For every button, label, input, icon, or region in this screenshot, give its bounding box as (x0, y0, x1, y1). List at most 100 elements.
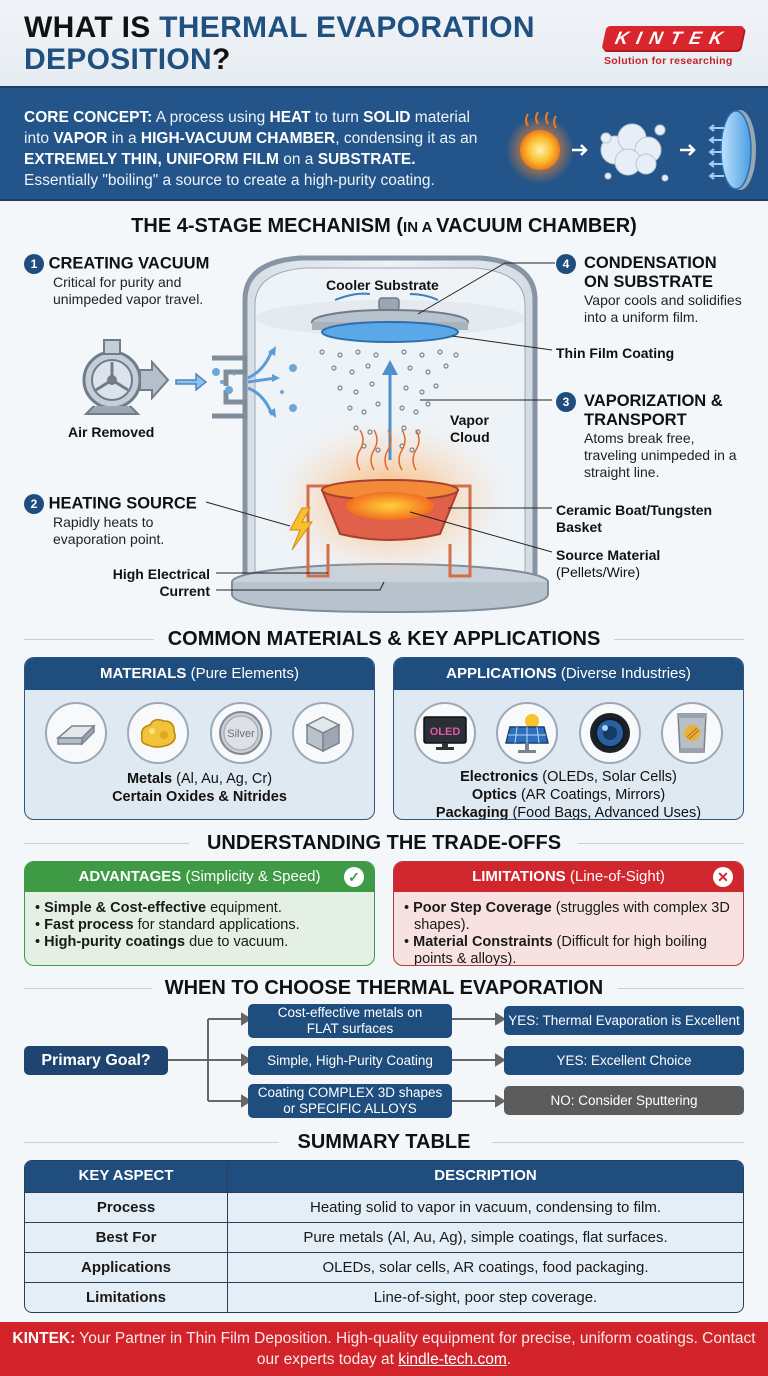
lightning-icon (289, 507, 313, 551)
heat-source-icon (506, 111, 574, 184)
heat-waves (356, 429, 420, 471)
mechanism-title: THE 4-STAGE MECHANISM (IN A VACUUM CHAMB… (131, 215, 637, 237)
divider (578, 843, 744, 844)
substrate-disc-icon (708, 110, 756, 190)
label-source-material: Source Material(Pellets/Wire) (556, 547, 661, 580)
summary-table-title: SUMMARY TABLE (297, 1131, 471, 1153)
divider (492, 1142, 744, 1143)
divider (24, 1142, 279, 1143)
label-thin-film: Thin Film Coating (556, 345, 675, 361)
limitations-panel: LIMITATIONS (Line-of-Sight)✕ • Poor Step… (393, 861, 744, 966)
materials-section-title: COMMON MATERIALS & KEY APPLICATIONS (167, 628, 601, 650)
tradeoffs-section-title: UNDERSTANDING THE TRADE-OFFS (206, 832, 562, 854)
divider (614, 639, 744, 640)
core-concept-banner: CORE CONCEPT: A process using HEAT to tu… (0, 86, 768, 201)
electrical-wire-right (434, 484, 472, 578)
air-molecules (212, 364, 297, 412)
vacuum-chamber-diagram (82, 255, 555, 614)
check-icon: ✓ (344, 867, 364, 887)
food-bag-icon (660, 702, 723, 764)
kintek-logo: KINTEK Solution for researching (601, 26, 745, 67)
materials-panel-header: MATERIALS (Pure Elements) (25, 658, 374, 690)
vapor-cloud-icon (600, 123, 669, 182)
stage-number: 2 (24, 494, 44, 514)
header: WHAT IS THERMAL EVAPORATION DEPOSITION? … (0, 0, 768, 86)
vapor-particles (319, 349, 459, 453)
electrical-wire-left (306, 484, 346, 578)
air-flow-arrow (175, 372, 208, 392)
summary-table: KEY ASPECT DESCRIPTION Process Heating s… (24, 1160, 744, 1313)
aluminum-ingot-icon (45, 702, 108, 764)
materials-panel: MATERIALS (Pure Elements) Silver Metals … (24, 657, 375, 820)
option-node-high-purity: Simple, High-Purity Coating (248, 1046, 452, 1075)
stage-number: 3 (556, 392, 576, 412)
table-row: Applications OLEDs, solar cells, AR coat… (25, 1252, 743, 1282)
list-item: • Fast process for standard applications… (35, 917, 300, 933)
table-row: Process Heating solid to vapor in vacuum… (25, 1192, 743, 1222)
list-item: • High-purity coatings due to vacuum. (35, 934, 289, 950)
applications-panel-header: APPLICATIONS (Diverse Industries) (394, 658, 743, 690)
label-air-removed: Air Removed (68, 424, 155, 440)
advantages-header: ADVANTAGES (Simplicity & Speed)✓ (25, 862, 374, 892)
vacuum-pump-icon (82, 339, 170, 415)
core-concept-text: CORE CONCEPT: A process using HEAT to tu… (24, 109, 478, 189)
stage-number: 4 (556, 254, 576, 274)
result-node-excellent: YES: Thermal Evaporation is Excellent (504, 1006, 744, 1035)
limitations-list: • Poor Step Coverage (struggles with com… (394, 892, 743, 966)
limitations-header: LIMITATIONS (Line-of-Sight)✕ (394, 862, 743, 892)
result-node-excellent-choice: YES: Excellent Choice (504, 1046, 744, 1075)
process-icons (506, 110, 756, 190)
ceramic-boat (320, 479, 460, 541)
list-item: • Simple & Cost-effective equipment. (35, 900, 282, 916)
applications-description: Electronics (OLEDs, Solar Cells) Optics … (435, 769, 702, 820)
applications-panel: APPLICATIONS (Diverse Industries) OLED E… (393, 657, 744, 820)
x-icon: ✕ (713, 867, 733, 887)
table-header-row: KEY ASPECT DESCRIPTION (25, 1161, 743, 1192)
thin-film-coating (321, 321, 459, 343)
oled-screen-icon: OLED (414, 702, 477, 764)
table-row: Best For Pure metals (Al, Au, Ag), simpl… (25, 1222, 743, 1252)
chromium-cube-icon (291, 702, 354, 764)
website-link[interactable]: kindle-tech.com (398, 1351, 507, 1368)
footer-banner: KINTEK: Your Partner in Thin Film Deposi… (0, 1322, 768, 1376)
arrow-icon (572, 144, 588, 156)
camera-lens-icon (578, 702, 641, 764)
divider (618, 988, 744, 989)
label-cooler-substrate: Cooler Substrate (326, 277, 439, 293)
silver-coin-icon: Silver (209, 702, 272, 764)
list-item: • Poor Step Coverage (struggles with com… (404, 900, 730, 933)
stage-2: 2 HEATING SOURCE Rapidly heats to evapor… (24, 494, 234, 548)
svg-text:OLED: OLED (430, 726, 461, 738)
stage-number: 1 (24, 254, 44, 274)
logo-badge: KINTEK (601, 26, 745, 50)
page-title: WHAT IS THERMAL EVAPORATION DEPOSITION? (24, 11, 535, 76)
list-item: • Material Constraints (Difficult for hi… (404, 934, 707, 966)
divider (24, 843, 189, 844)
advantages-panel: ADVANTAGES (Simplicity & Speed)✓ • Simpl… (24, 861, 375, 966)
arrow-icon (680, 144, 696, 156)
primary-goal-node: Primary Goal? (24, 1046, 168, 1075)
table-row: Limitations Line-of-sight, poor step cov… (25, 1282, 743, 1312)
gold-nugget-icon (127, 702, 190, 764)
source-material (346, 492, 434, 520)
decision-connectors (168, 1012, 506, 1108)
solar-panel-icon (496, 702, 559, 764)
leader-lines (205, 262, 555, 591)
decision-section-title: WHEN TO CHOOSE THERMAL EVAPORATION (164, 977, 604, 999)
result-node-sputtering: NO: Consider Sputtering (504, 1086, 744, 1115)
materials-description: Metals (Al, Au, Ag, Cr) Certain Oxides &… (112, 771, 287, 805)
logo-tagline: Solution for researching (604, 55, 733, 67)
divider (24, 988, 152, 989)
divider (24, 639, 154, 640)
substrate-holder (311, 292, 469, 343)
svg-text:Silver: Silver (227, 728, 255, 740)
stage-1: 1 CREATING VACUUM Critical for purity an… (24, 254, 244, 308)
advantages-list: • Simple & Cost-effective equipment. • F… (25, 892, 374, 951)
